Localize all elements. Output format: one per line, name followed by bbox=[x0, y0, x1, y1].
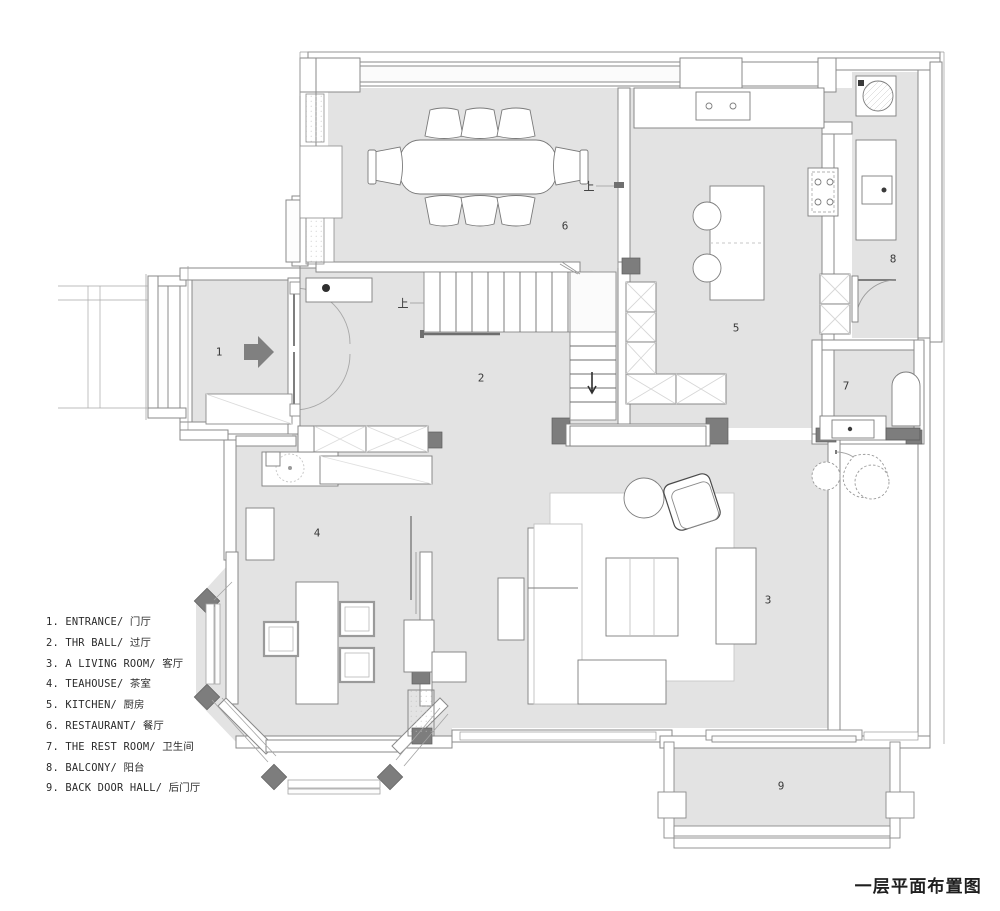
room-label-7: 7 bbox=[842, 379, 850, 393]
cabinet-run-group bbox=[261, 425, 433, 487]
room-label-4: 4 bbox=[313, 526, 321, 540]
bottom-window-group bbox=[459, 731, 919, 741]
legend-item-2: 2. THR BALL/ 过厅 bbox=[46, 636, 152, 649]
teahouse-furniture-group bbox=[245, 507, 467, 737]
entrance-direction-arrow bbox=[244, 336, 274, 368]
entrance-group bbox=[205, 281, 351, 425]
stair-leader-dining bbox=[596, 110, 624, 268]
balcony-furniture-group bbox=[851, 75, 897, 323]
dining-bay-window bbox=[299, 93, 343, 265]
dining-furniture-group bbox=[367, 107, 589, 227]
legend-item-3: 3. A LIVING ROOM/ 客厅 bbox=[46, 657, 184, 670]
legend-item-5: 5. KITCHEN/ 厨房 bbox=[46, 699, 145, 712]
room-label-5: 5 bbox=[732, 321, 740, 335]
room-label-6: 6 bbox=[561, 219, 569, 233]
room-label-1: 1 bbox=[215, 345, 223, 359]
legend-item-1: 1. ENTRANCE/ 门厅 bbox=[46, 616, 152, 628]
room-label-9: 9 bbox=[777, 779, 785, 793]
legend-item-9: 9. BACK DOOR HALL/ 后门厅 bbox=[46, 782, 201, 795]
stair-up-marker-hall: 上 bbox=[397, 297, 409, 310]
legend-item-6: 6. RESTAURANT/ 餐厅 bbox=[46, 719, 165, 732]
room-label-2: 2 bbox=[477, 371, 485, 385]
staircase-group bbox=[420, 271, 617, 421]
back-hall-group bbox=[657, 729, 915, 849]
entrance-steps bbox=[58, 285, 148, 409]
room-label-8: 8 bbox=[889, 252, 897, 266]
restroom-fixture-group bbox=[819, 371, 921, 485]
stair-up-marker-dining: 上 bbox=[583, 180, 595, 193]
wall-outline-group bbox=[145, 51, 945, 744]
left-wall-stub bbox=[179, 429, 297, 447]
hall-console bbox=[305, 261, 581, 303]
room-legend: 1. ENTRANCE/ 门厅 2. THR BALL/ 过厅 3. A LIV… bbox=[46, 612, 276, 799]
room-label-3: 3 bbox=[764, 593, 772, 607]
hall-tv-cabinet bbox=[569, 425, 707, 447]
legend-item-8: 8. BALCONY/ 阳台 bbox=[46, 761, 145, 774]
legend-item-7: 7. THE REST ROOM/ 卫生间 bbox=[46, 740, 194, 753]
drawing-title: 一层平面布置图 bbox=[854, 877, 982, 897]
kitchen-furniture-group bbox=[625, 87, 851, 405]
legend-item-4: 4. TEAHOUSE/ 茶室 bbox=[46, 678, 152, 691]
bay-window-glazing bbox=[205, 581, 449, 795]
living-room-furniture-group bbox=[497, 453, 890, 705]
